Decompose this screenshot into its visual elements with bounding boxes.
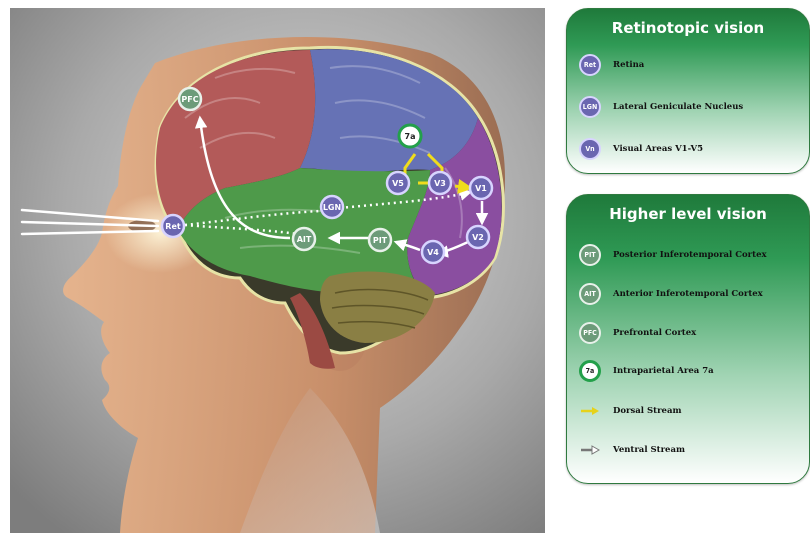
node-v3: V3 — [429, 172, 451, 194]
pit-badge-icon: PIT — [579, 244, 601, 266]
legend-row-retina: Ret Retina — [579, 52, 809, 78]
node-label-pit: PIT — [373, 236, 388, 245]
ait-badge-icon: AIT — [579, 283, 601, 305]
legend-row-ait: AIT Anterior Inferotemporal Cortex — [579, 281, 809, 307]
legend-row-dorsal-stream: Dorsal Stream — [579, 398, 809, 424]
area-7a-badge-icon: 7a — [579, 360, 601, 382]
node-label-v4: V4 — [427, 248, 439, 257]
node-a7a: 7a — [399, 125, 421, 147]
legend-label-pit: Posterior Inferotemporal Cortex — [613, 250, 767, 260]
higher-level-legend-title: Higher level vision — [567, 205, 809, 223]
higher-level-legend-panel: Higher level vision PIT Posterior Infero… — [566, 194, 810, 484]
legend-label-ventral-stream: Ventral Stream — [613, 445, 685, 455]
retinotopic-legend-panel: Retinotopic vision Ret Retina LGN Latera… — [566, 8, 810, 174]
legend-row-lgn: LGN Lateral Geniculate Nucleus — [579, 94, 809, 120]
legend-row-pfc: PFC Prefrontal Cortex — [579, 320, 809, 346]
node-v5: V5 — [387, 172, 409, 194]
ret-badge-icon: Ret — [579, 54, 601, 76]
node-v2: V2 — [467, 226, 489, 248]
node-label-a7a: 7a — [405, 132, 416, 141]
node-label-v2: V2 — [472, 233, 484, 242]
node-label-v3: V3 — [434, 179, 446, 188]
node-ait: AIT — [293, 228, 315, 250]
pfc-badge-icon: PFC — [579, 322, 601, 344]
legend-label-lgn: Lateral Geniculate Nucleus — [613, 102, 743, 112]
legend-label-dorsal-stream: Dorsal Stream — [613, 406, 681, 416]
node-label-v1: V1 — [475, 184, 487, 193]
yellow-arrow-icon — [579, 406, 601, 416]
legend-row-pit: PIT Posterior Inferotemporal Cortex — [579, 242, 809, 268]
node-v1: V1 — [470, 177, 492, 199]
node-label-ait: AIT — [297, 235, 312, 244]
node-lgn: LGN — [321, 196, 343, 218]
vn-badge-icon: Vn — [579, 138, 601, 160]
legend-label-ait: Anterior Inferotemporal Cortex — [613, 289, 763, 299]
legend-label-visual-areas: Visual Areas V1-V5 — [613, 144, 703, 154]
node-pit: PIT — [369, 229, 391, 251]
node-label-ret: Ret — [165, 222, 181, 231]
legend-label-retina: Retina — [613, 60, 644, 70]
node-v4: V4 — [422, 241, 444, 263]
node-pfc: PFC — [179, 88, 201, 110]
legend-row-visual-areas: Vn Visual Areas V1-V5 — [579, 136, 809, 162]
node-label-lgn: LGN — [323, 203, 341, 212]
legend-label-7a: Intraparietal Area 7a — [613, 366, 714, 376]
legend-row-ventral-stream: Ventral Stream — [579, 437, 809, 463]
legend-row-7a: 7a Intraparietal Area 7a — [579, 358, 809, 384]
white-arrow-icon — [579, 445, 601, 455]
legend-label-pfc: Prefrontal Cortex — [613, 328, 696, 338]
node-ret: Ret — [162, 215, 184, 237]
node-label-v5: V5 — [392, 179, 404, 188]
retinotopic-legend-title: Retinotopic vision — [567, 19, 809, 37]
node-label-pfc: PFC — [181, 95, 198, 104]
lgn-badge-icon: LGN — [579, 96, 601, 118]
